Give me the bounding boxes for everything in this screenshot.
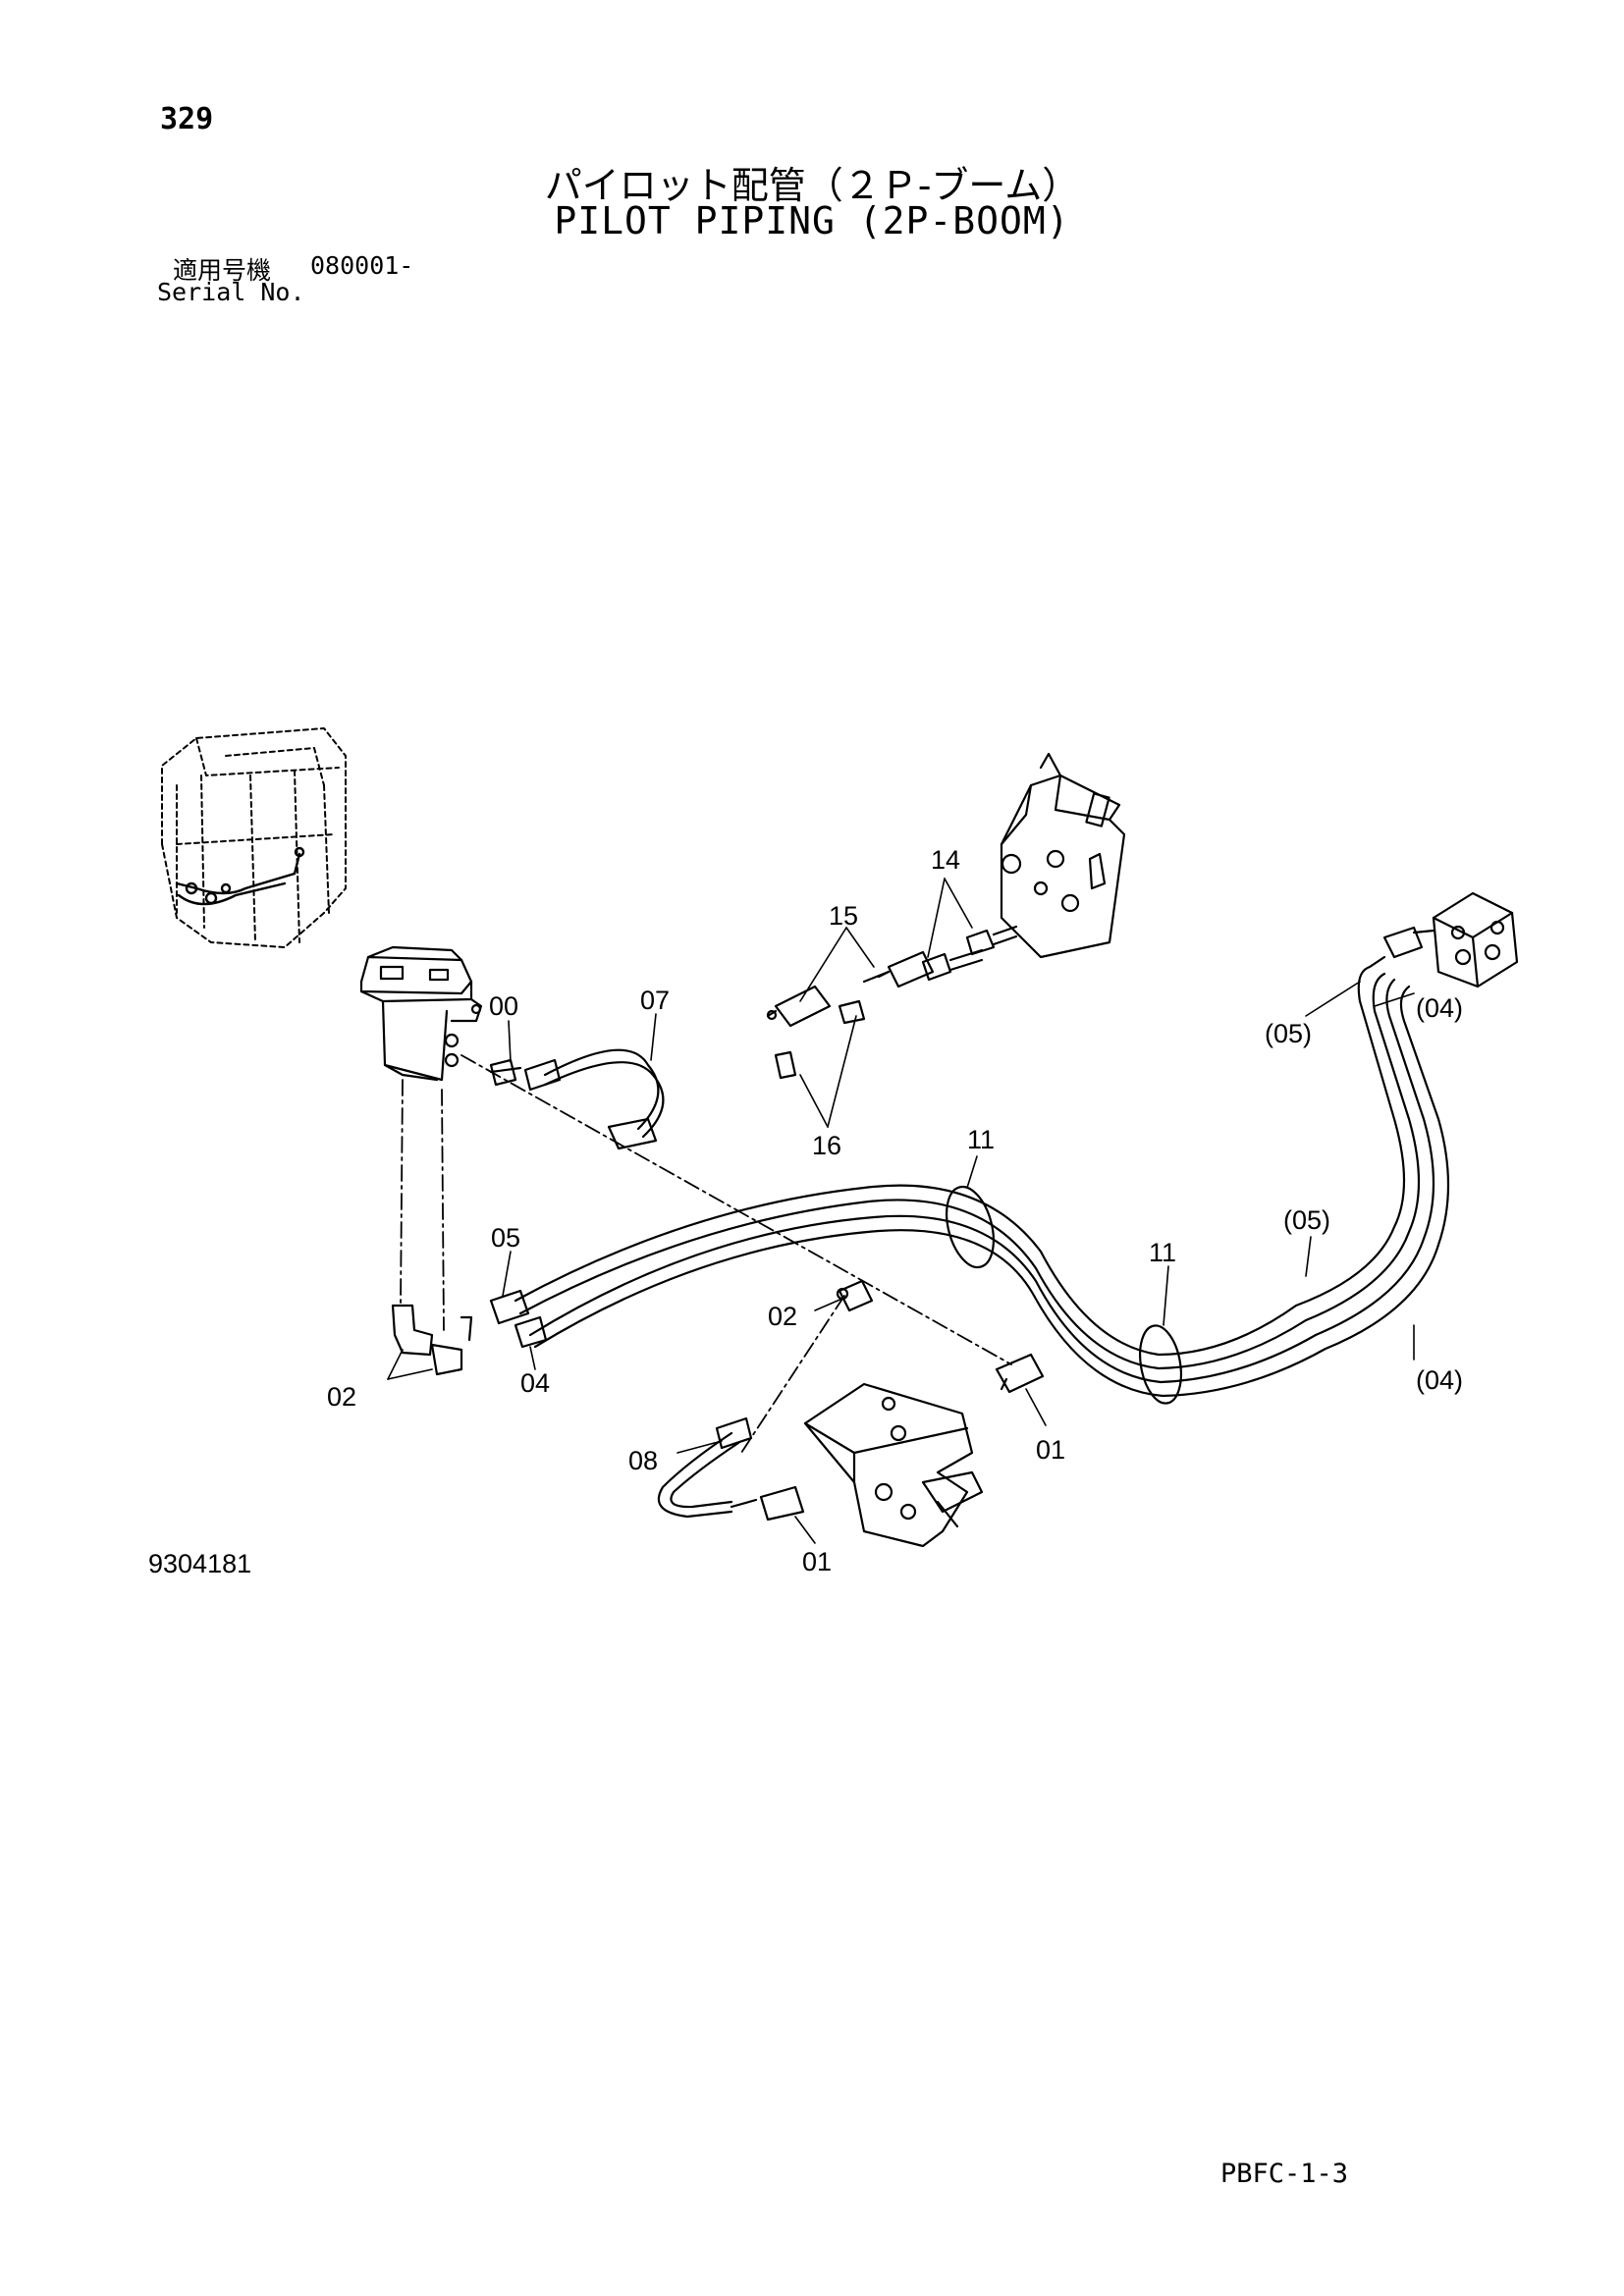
fitting-15: [766, 950, 935, 1028]
fitting-16: [774, 999, 866, 1080]
callout-11-right: 11: [1149, 1238, 1176, 1267]
callout-05-paren-top: (05): [1265, 1019, 1312, 1048]
callout-04-paren-bottom: (04): [1416, 1365, 1463, 1395]
callout-02-left: 02: [327, 1382, 356, 1412]
callout-16: 16: [812, 1131, 841, 1160]
title-english: PILOT PIPING (2P-BOOM): [554, 199, 1070, 242]
clamp-11: [946, 1185, 1182, 1405]
callout-11-left: 11: [967, 1125, 995, 1154]
callout-07: 07: [640, 986, 670, 1015]
callout-08: 08: [628, 1446, 658, 1475]
figure-number: 9304181: [148, 1549, 252, 1578]
pilot-block-right: [1382, 891, 1519, 988]
callout-15: 15: [829, 901, 858, 931]
callout-01-bottom: 01: [802, 1547, 832, 1576]
control-valve-upper: [1000, 752, 1126, 959]
cab-wiring: [175, 846, 305, 906]
hose-05-04-main: [514, 955, 1450, 1398]
callout-01-right: 01: [1036, 1435, 1065, 1465]
callout-00: 00: [489, 991, 518, 1021]
callout-02-mid: 02: [768, 1302, 797, 1331]
fitting-00: [489, 1058, 517, 1087]
page-code: PBFC-1-3: [1220, 2159, 1349, 2189]
fitting-01-right: [995, 1353, 1045, 1394]
fittings-left: [391, 1289, 548, 1376]
title-japanese: パイロット配管（２Ｐ-ブーム）: [544, 164, 1080, 207]
fitting-14: [921, 925, 1018, 982]
leader-lines: [400, 1054, 1012, 1454]
control-valve-lower: [803, 1382, 984, 1548]
callout-14: 14: [931, 845, 960, 875]
serial-label-japanese: 適用号機: [173, 256, 272, 285]
hose-07: [489, 1048, 665, 1150]
fitting-02-mid: [836, 1279, 874, 1312]
callout-04-paren-top: (04): [1416, 993, 1463, 1023]
hose-08: [657, 1416, 805, 1522]
callouts: 14 15 16 00 07 (05) (04) 11 11 (05) 05 0…: [327, 845, 1463, 1576]
serial-value: 080001-: [310, 251, 414, 280]
callout-04: 04: [520, 1368, 550, 1398]
page-number: 329: [160, 102, 214, 136]
pilot-valve-left: [359, 945, 483, 1082]
cab-outline: [161, 727, 347, 948]
callout-leaders: [387, 878, 1415, 1544]
serial-label-english: Serial No.: [157, 278, 305, 306]
callout-05-paren-mid: (05): [1283, 1205, 1330, 1235]
callout-05: 05: [491, 1223, 520, 1253]
